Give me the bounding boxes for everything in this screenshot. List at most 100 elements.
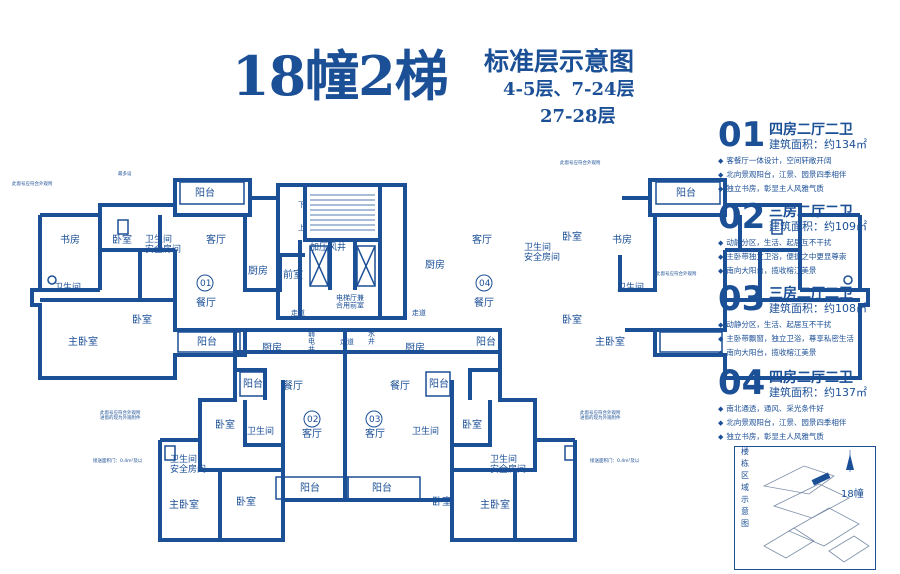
feature-item: ◆主卧带独立卫浴，便捷之中更显尊崇 (718, 252, 847, 261)
u01-bath: 卫生间 (54, 281, 81, 293)
core-front-room: 前室 (283, 268, 303, 281)
u03-kitchen: 厨房 (405, 341, 425, 354)
unit-01-number: 01 (718, 115, 766, 155)
unit-01-features: ◆客餐厅一体设计，空间轩敞开阔 ◆北向景观阳台，江景、园景四季相伴 ◆独立书房，… (718, 154, 846, 196)
unit-03-marker: 03 (369, 415, 380, 425)
feature-item: ◆主卧带飘窗，独立卫浴，尊享私密生活 (718, 334, 854, 343)
u04-bath: 卫生间 (617, 281, 644, 293)
note-left-top-2: 最多设 (118, 170, 132, 177)
feature-item: ◆北向景观阳台，江景、园景四季相伴 (718, 170, 847, 179)
u04-bath-safe: 卫生间安全房间 (524, 241, 560, 263)
core-weak-shaft: 弱电井 (308, 330, 315, 353)
unit-04-number: 04 (718, 363, 766, 403)
u02-bedroom: 卧室 (215, 418, 235, 431)
unit-03-type: 三房二厅二卫 (769, 286, 853, 302)
note-left-bottom: 接送面积门：0.4m²及以 (93, 457, 143, 464)
unit-04-marker: 04 (479, 279, 491, 289)
u03-bath: 卫生间 (412, 425, 439, 437)
unit-02-features: ◆动静分区，生活、起居互不干扰 ◆主卧带独立卫浴，便捷之中更显尊崇 ◆南向大阳台… (718, 236, 846, 278)
u02-bedroom-2: 卧室 (236, 495, 256, 508)
feature-item: ◆独立书房，彰显主人风雅气质 (718, 432, 824, 441)
core-corridor-left: 走道 (291, 308, 305, 317)
u01-bedroom: 卧室 (112, 233, 132, 246)
u04-study: 书房 (612, 233, 632, 246)
floors-line-2: 27-28层 (540, 106, 616, 127)
u02-master: 主卧室 (169, 498, 199, 511)
u04-bedroom-2: 卧室 (562, 313, 582, 326)
unit-04-type: 四房二厅二卫 (769, 370, 853, 386)
feature-item: ◆动静分区，生活、起居互不干扰 (718, 238, 832, 247)
u01-study: 书房 (60, 233, 80, 246)
u02-bath-safe: 卫生间安全房间 (170, 453, 206, 475)
diamond-icon: ◆ (718, 335, 724, 343)
feature-item: ◆独立书房，彰显主人风雅气质 (718, 184, 824, 193)
u03-bath-safe: 卫生间安全房间 (490, 453, 526, 475)
diamond-icon: ◆ (718, 433, 724, 441)
u02-balcony-bottom: 阳台 (300, 481, 320, 494)
u02-kitchen: 厨房 (262, 341, 282, 354)
u04-balcony-bottom: 阳台 (476, 335, 496, 348)
feature-item: ◆南向大阳台，揽收榕江美景 (718, 348, 817, 357)
u03-master: 主卧室 (480, 498, 510, 511)
unit-01-area: 建筑面积：约134㎡ (769, 138, 867, 151)
u01-bedroom-2: 卧室 (132, 313, 152, 326)
core-corridor-right: 走道 (412, 308, 426, 317)
key-plan-map (734, 446, 876, 570)
unit-01-type: 四房二厅二卫 (769, 122, 853, 138)
note-right-lower: 此窗号应符合外观附进窗的现为外观附件 (580, 409, 621, 421)
diamond-icon: ◆ (718, 419, 724, 427)
u04-master: 主卧室 (595, 335, 625, 348)
unit-04-area: 建筑面积：约137㎡ (769, 386, 867, 399)
u03-balcony-bottom: 阳台 (372, 481, 392, 494)
feature-item: ◆北向景观阳台，江景、园景四季相伴 (718, 418, 847, 427)
feature-item: ◆客餐厅一体设计，空间轩敞开阔 (718, 156, 832, 165)
diamond-icon: ◆ (718, 239, 724, 247)
diamond-icon: ◆ (718, 171, 724, 179)
unit-03-area: 建筑面积：约108㎡ (769, 302, 867, 315)
feature-item: ◆南向大阳台，揽收榕江美景 (718, 266, 817, 275)
unit-02-number: 02 (718, 197, 766, 237)
key-plan-building: 18幢 (841, 489, 864, 500)
u02-bath: 卫生间 (247, 425, 274, 437)
unit-02-type: 三房二厅二卫 (769, 204, 853, 220)
u02-living: 客厅 (302, 427, 322, 440)
diamond-icon: ◆ (718, 321, 724, 329)
unit-03-features: ◆动静分区，生活、起居互不干扰 ◆主卧带飘窗，独立卫浴，尊享私密生活 ◆南向大阳… (718, 318, 854, 360)
diamond-icon: ◆ (718, 405, 724, 413)
unit-02-marker: 02 (307, 415, 318, 425)
u01-dining: 餐厅 (196, 296, 216, 309)
u01-balcony-bottom: 阳台 (197, 335, 217, 348)
diamond-icon: ◆ (718, 349, 724, 357)
u03-living: 客厅 (365, 427, 385, 440)
core-stair-down: 下 (298, 201, 305, 209)
floors-line-1: 4-5层、7-24层 (503, 79, 635, 100)
core-lobby: 电梯厅兼合用前室 (336, 293, 364, 310)
u02-balcony: 阳台 (243, 377, 263, 390)
u04-dining: 餐厅 (474, 296, 494, 309)
u03-bedroom: 卧室 (462, 418, 482, 431)
u04-bedroom: 卧室 (562, 230, 582, 243)
core-pressurized-shaft: 加压风井 (310, 241, 346, 253)
unit-01-marker: 01 (200, 279, 211, 289)
diamond-icon: ◆ (718, 267, 724, 275)
diamond-icon: ◆ (718, 253, 724, 261)
u01-balcony-top: 阳台 (195, 186, 215, 199)
u01-bath-safe: 卫生间安全房间 (145, 233, 181, 255)
u01-kitchen: 厨房 (248, 264, 268, 277)
u02-dining: 餐厅 (283, 379, 303, 392)
u03-dining: 餐厅 (390, 379, 410, 392)
u01-master: 主卧室 (68, 335, 98, 348)
core-water-shaft: 水井 (368, 329, 375, 346)
unit-03-number: 03 (718, 279, 766, 319)
unit-02-area: 建筑面积：约109㎡ (769, 220, 867, 233)
u04-balcony-top: 阳台 (676, 186, 696, 199)
note-left-top: 此窗号应符合外观附 (12, 180, 53, 187)
note-right-bottom: 接送面积门：0.4m²及以 (590, 457, 640, 464)
core-corridor-center: 走道 (340, 337, 354, 346)
core-stair-up: 上 (298, 223, 305, 232)
diamond-icon: ◆ (718, 185, 724, 193)
unit-04-features: ◆南北通透，通风、采光条件好 ◆北向景观阳台，江景、园景四季相伴 ◆独立书房，彰… (718, 402, 846, 444)
u04-kitchen: 厨房 (425, 258, 445, 271)
feature-item: ◆动静分区，生活、起居互不干扰 (718, 320, 832, 329)
